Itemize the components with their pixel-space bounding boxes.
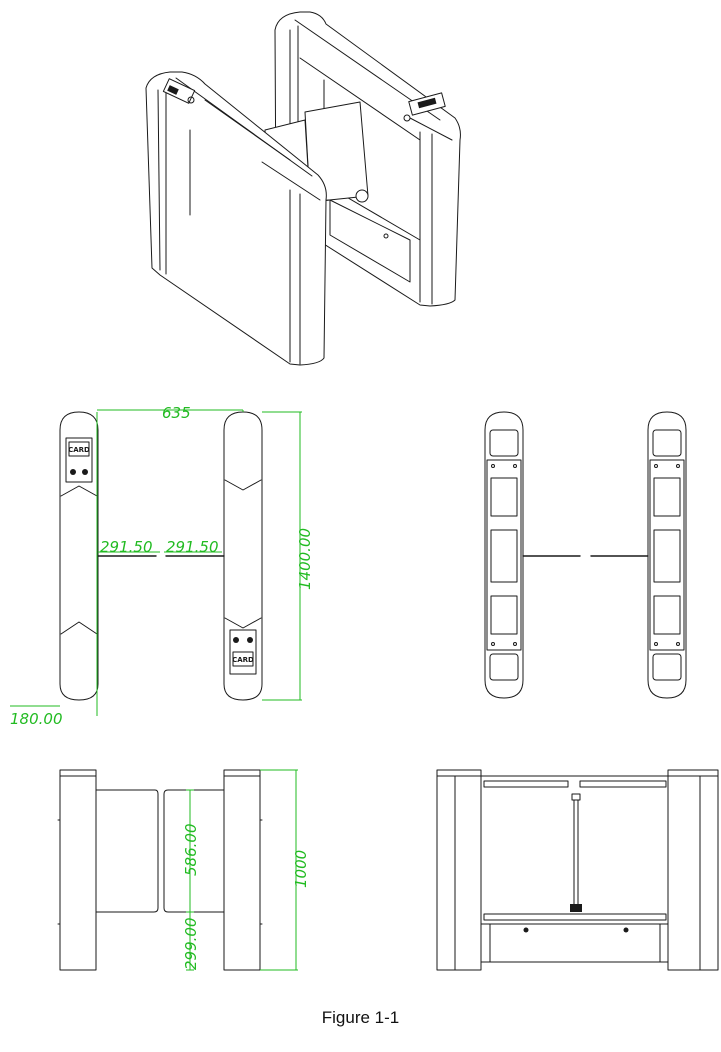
- dim-height: 1000: [292, 850, 310, 888]
- dim-length: 1400.00: [296, 528, 314, 590]
- dim-flap-right: 291.50: [166, 538, 219, 556]
- plan-right-pedestal: [647, 411, 687, 699]
- top-view: CARD CARD 635 291.50 291.50: [10, 404, 314, 728]
- top-view-dimensions: 635 291.50 291.50 1400.00 180.00: [10, 404, 314, 728]
- dim-flap-height: 586.00: [182, 824, 200, 877]
- side-view-dimensions: 1000 586.00 299.00: [182, 769, 310, 971]
- top-right-pedestal: CARD: [223, 411, 263, 701]
- side-view: 1000 586.00 299.00: [57, 769, 310, 971]
- dim-width-total: 635: [162, 404, 191, 422]
- plan-view: [484, 411, 687, 699]
- dim-flap-base: 299.00: [182, 918, 200, 971]
- card-label-left: CARD: [68, 446, 90, 454]
- front-view: [436, 769, 719, 971]
- top-left-pedestal: CARD: [59, 411, 99, 701]
- plan-left-pedestal: [484, 411, 524, 699]
- dim-offset: 180.00: [10, 710, 63, 728]
- dim-flap-left: 291.50: [100, 538, 153, 556]
- figure-caption: Figure 1-1: [321, 1008, 400, 1027]
- front-pedestal: [145, 71, 327, 366]
- card-label-right: CARD: [232, 656, 254, 664]
- isometric-view: [145, 11, 461, 366]
